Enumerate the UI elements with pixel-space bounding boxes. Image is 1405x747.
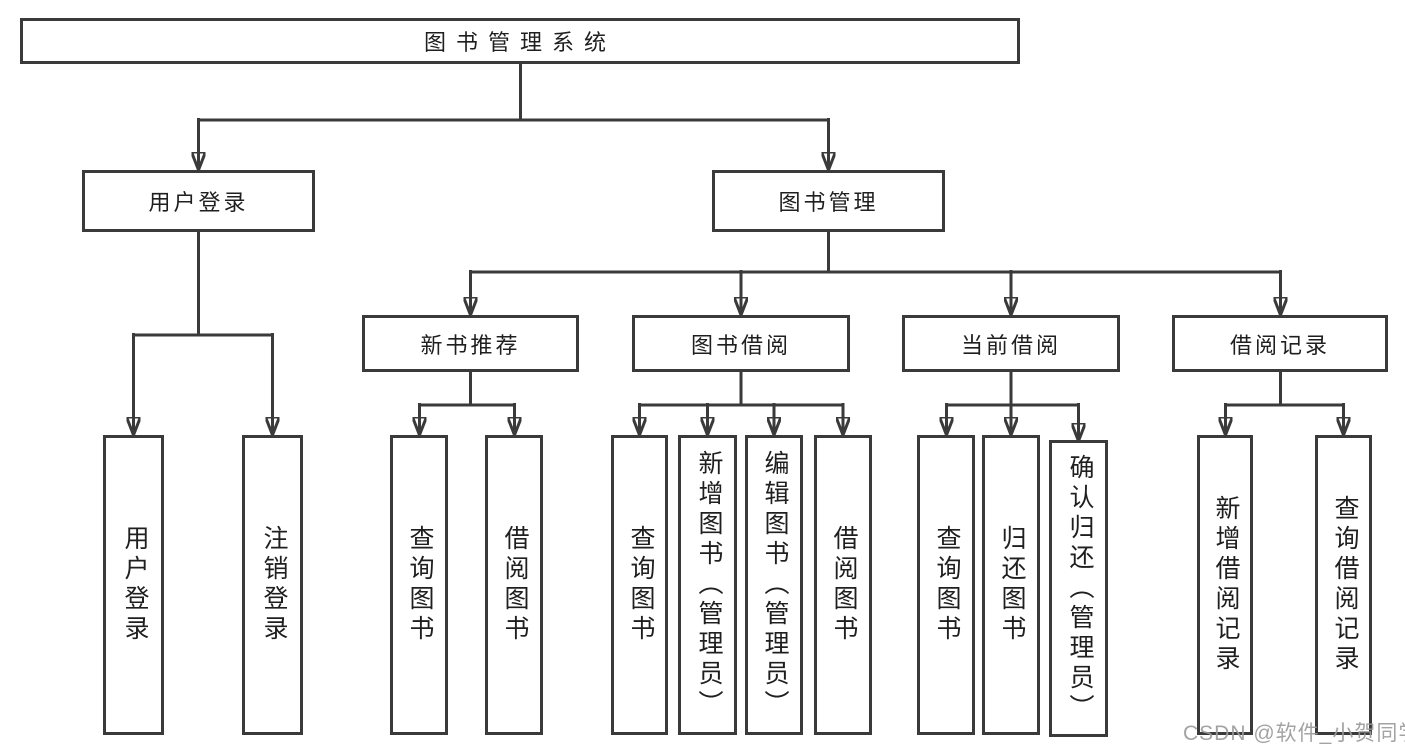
node-label: 借阅图书 (501, 525, 529, 645)
leaf-query-borrow-record: 查询借阅记录 (1315, 435, 1372, 735)
node-label: 新书推荐 (420, 332, 521, 358)
node-label: 查询图书 (933, 525, 961, 645)
node-root-library-system: 图书管理系统 (20, 18, 1020, 64)
node-book-management: 图书管理 (712, 170, 945, 232)
node-current-borrowing: 当前借阅 (902, 315, 1120, 372)
node-user-login: 用户登录 (82, 170, 315, 232)
node-label: 查询借阅记录 (1331, 495, 1359, 675)
csdn-watermark: CSDN @软件_小贺同学 (1183, 717, 1405, 747)
leaf-query-books-3: 查询图书 (917, 435, 975, 735)
leaf-user-login: 用户登录 (103, 435, 164, 735)
node-label: 图书借阅 (690, 332, 791, 358)
node-label: 新增图书（管理员） (695, 450, 723, 720)
node-label: 图书管理 (778, 190, 879, 215)
node-label: 确认归还（管理员） (1066, 453, 1094, 724)
leaf-logout: 注销登录 (242, 435, 303, 735)
node-label: 查询图书 (627, 525, 655, 645)
node-new-book-recommend: 新书推荐 (362, 315, 579, 372)
node-label: 查询图书 (406, 525, 434, 645)
node-label: 用户登录 (148, 190, 249, 215)
leaf-add-book-admin: 新增图书（管理员） (678, 435, 737, 735)
leaf-add-borrow-record: 新增借阅记录 (1197, 435, 1253, 735)
node-label: 归还图书 (998, 525, 1026, 645)
node-label: 当前借阅 (960, 332, 1061, 358)
leaf-borrow-books-2: 借阅图书 (814, 435, 872, 735)
node-borrowing-records: 借阅记录 (1172, 315, 1388, 372)
leaf-confirm-return-admin: 确认归还（管理员） (1049, 440, 1108, 737)
node-label: 编辑图书（管理员） (761, 450, 789, 720)
leaf-borrow-books-1: 借阅图书 (485, 435, 543, 735)
node-label: 图书管理系统 (423, 30, 616, 55)
node-label: 借阅记录 (1229, 332, 1330, 358)
leaf-return-books: 归还图书 (982, 435, 1040, 735)
node-label: 借阅图书 (830, 525, 858, 645)
leaf-query-books-2: 查询图书 (611, 435, 668, 735)
node-book-borrowing: 图书借阅 (632, 315, 850, 372)
node-label: 用户登录 (121, 525, 149, 645)
leaf-query-books-1: 查询图书 (390, 435, 448, 735)
node-label: 注销登录 (260, 525, 288, 645)
node-label: 新增借阅记录 (1212, 495, 1240, 675)
watermark-text: CSDN @软件_小贺同学 (1183, 722, 1405, 745)
leaf-edit-book-admin: 编辑图书（管理员） (745, 435, 803, 735)
